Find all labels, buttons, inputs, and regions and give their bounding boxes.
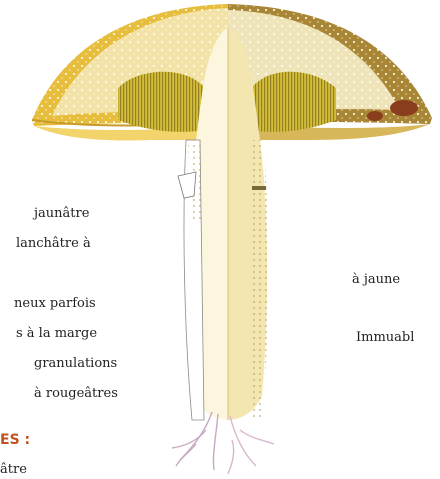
- right-text-line-1: à jaune: [352, 272, 400, 288]
- section-heading: ES :: [0, 432, 30, 448]
- cap-spot: [367, 111, 383, 121]
- right-text-line-2: Immuabl: [356, 330, 414, 346]
- cap-spot: [390, 100, 418, 116]
- left-text-line-3: neux parfois: [14, 296, 96, 312]
- left-text-line-4: s à la marge: [16, 326, 97, 342]
- left-text-line-2: lanchâtre à: [16, 236, 91, 252]
- left-text-line-1: jaunâtre: [34, 206, 89, 222]
- mycelium-roots: [172, 412, 274, 474]
- left-text-line-6: à rougeâtres: [34, 386, 118, 402]
- left-text-line-5: granulations: [34, 356, 117, 372]
- left-text-last-line: âtre: [0, 462, 27, 478]
- ring-band: [252, 186, 266, 190]
